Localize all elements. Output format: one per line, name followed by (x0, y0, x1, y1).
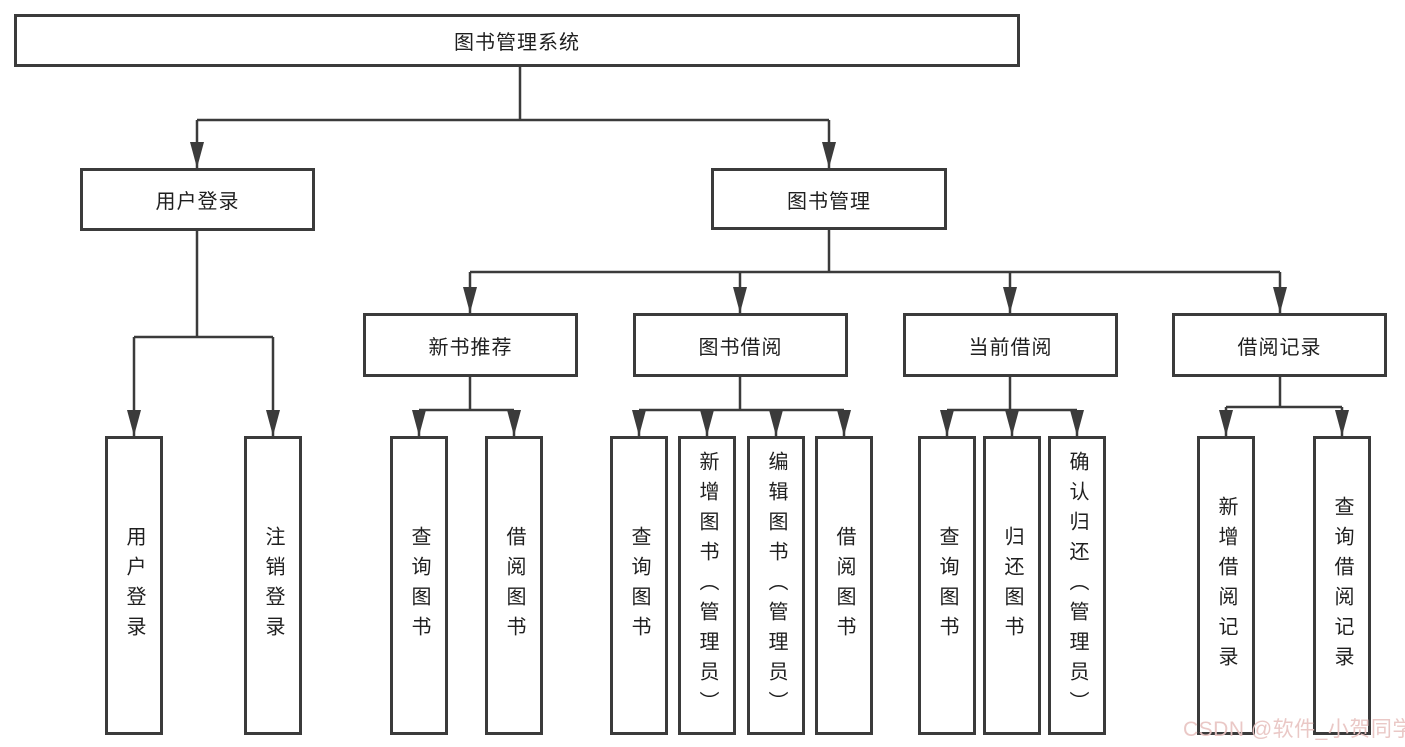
node-borrow-borrow-books-label: 借阅图书 (833, 525, 855, 646)
csdn-watermark: CSDN @软件_小贺同学 (1183, 718, 1405, 741)
node-recommend-borrow-books: 借阅图书 (485, 436, 543, 735)
node-recommend-query-books: 查询图书 (390, 436, 448, 735)
node-leaf-logout-label: 注销登录 (262, 525, 284, 646)
node-current-query-books: 查询图书 (918, 436, 976, 735)
node-current-query-books-label: 查询图书 (936, 525, 958, 646)
connector-root-to-level2 (190, 67, 836, 168)
node-root: 图书管理系统 (14, 14, 1020, 67)
node-borrow-record-label: 借阅记录 (1237, 336, 1322, 359)
node-root-label: 图书管理系统 (454, 32, 580, 54)
connector-user-login-children (127, 231, 280, 436)
node-borrow-record: 借阅记录 (1172, 313, 1387, 377)
node-borrow-query-books: 查询图书 (610, 436, 668, 735)
node-book-borrow-label: 图书借阅 (698, 336, 783, 359)
node-borrow-query-books-label: 查询图书 (628, 525, 650, 646)
node-current-borrow: 当前借阅 (903, 313, 1118, 377)
node-new-book-recommend-label: 新书推荐 (428, 336, 513, 359)
node-borrow-edit-books-admin: 编辑图书（管理员） (747, 436, 805, 735)
node-leaf-user-login-label: 用户登录 (123, 525, 145, 646)
connector-new-book-recommend-children (412, 377, 521, 436)
node-new-book-recommend: 新书推荐 (363, 313, 578, 377)
node-recommend-borrow-books-label: 借阅图书 (503, 525, 525, 646)
node-recommend-query-books-label: 查询图书 (408, 525, 430, 646)
node-current-return-books-label: 归还图书 (1001, 525, 1023, 646)
node-record-query-borrow-record: 查询借阅记录 (1313, 436, 1371, 735)
node-record-add-borrow-record-label: 新增借阅记录 (1215, 495, 1237, 676)
node-user-login-label: 用户登录 (155, 191, 240, 213)
connector-book-borrow-children (632, 377, 851, 436)
node-record-query-borrow-record-label: 查询借阅记录 (1331, 495, 1353, 676)
node-book-borrow: 图书借阅 (633, 313, 848, 377)
node-current-confirm-return-admin: 确认归还（管理员） (1048, 436, 1106, 735)
node-borrow-add-books-admin-label: 新增图书（管理员） (696, 450, 718, 721)
node-borrow-borrow-books: 借阅图书 (815, 436, 873, 735)
node-borrow-edit-books-admin-label: 编辑图书（管理员） (765, 450, 787, 721)
connector-current-borrow-children (940, 377, 1084, 436)
node-user-login: 用户登录 (80, 168, 315, 231)
node-current-return-books: 归还图书 (983, 436, 1041, 735)
node-leaf-user-login: 用户登录 (105, 436, 163, 735)
connector-borrow-record-children (1219, 377, 1349, 436)
node-leaf-logout: 注销登录 (244, 436, 302, 735)
node-borrow-add-books-admin: 新增图书（管理员） (678, 436, 736, 735)
node-record-add-borrow-record: 新增借阅记录 (1197, 436, 1255, 735)
node-book-management: 图书管理 (711, 168, 947, 230)
connector-book-management-sections (463, 230, 1287, 313)
node-book-management-label: 图书管理 (787, 190, 871, 213)
node-current-confirm-return-admin-label: 确认归还（管理员） (1066, 450, 1088, 721)
node-current-borrow-label: 当前借阅 (968, 336, 1053, 359)
